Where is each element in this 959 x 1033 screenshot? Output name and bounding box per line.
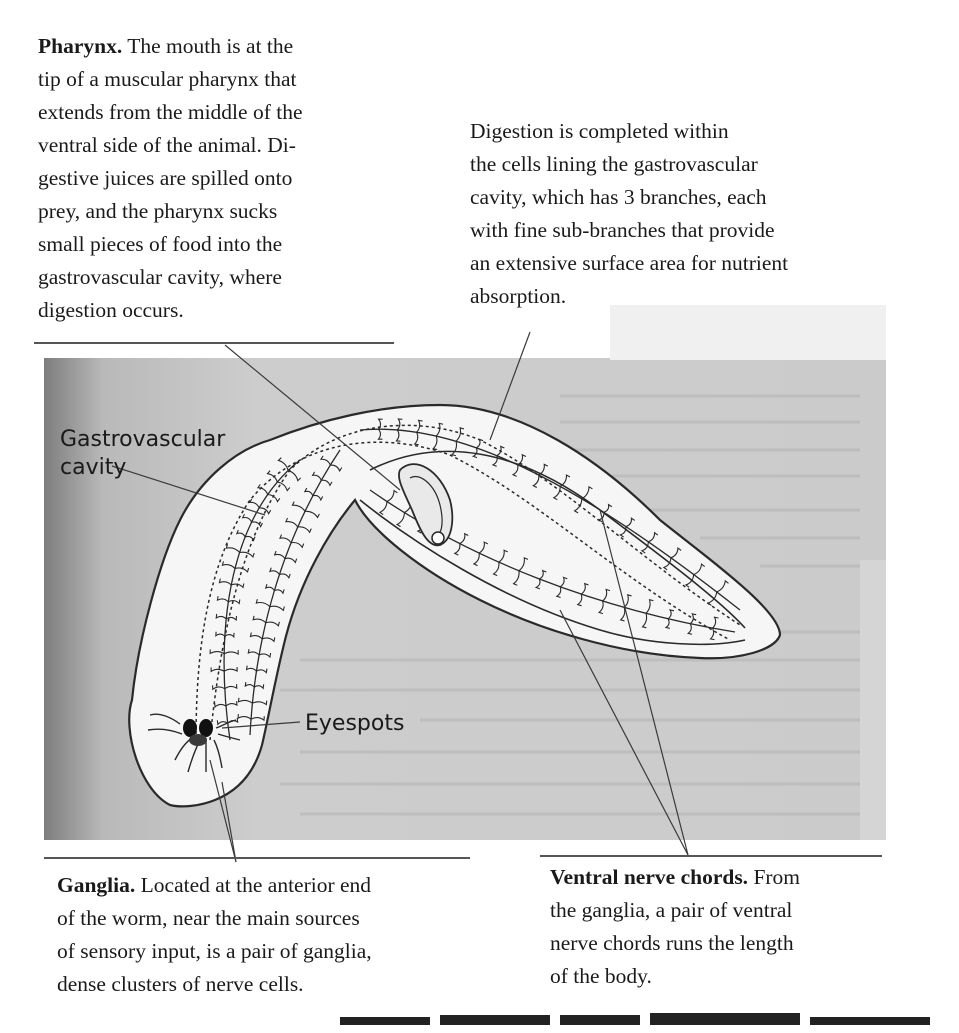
gastrovascular-label: Gastrovascular (60, 427, 226, 452)
ventral-caption-title: Ventral nerve chords. (550, 865, 748, 889)
ganglia-caption-text: Located at the anterior end (135, 873, 371, 897)
ganglia-caption: Ganglia. Located at the anterior end of … (57, 869, 372, 1001)
ventral-caption-line: nerve chords runs the length (550, 927, 800, 960)
divider-rule (44, 857, 470, 859)
eyespot (199, 719, 213, 737)
figure-panel-fade (610, 305, 886, 360)
ganglia-caption-title: Ganglia. (57, 873, 135, 897)
ventral-caption-text: From (748, 865, 800, 889)
cavity-label: cavity (60, 455, 126, 480)
ventral-caption-line: Ventral nerve chords. From (550, 861, 800, 894)
ganglion (189, 734, 207, 746)
eyespots-label: Eyespots (305, 711, 404, 736)
ventral-caption-line: of the body. (550, 960, 800, 993)
ganglia-caption-line: of sensory input, is a pair of ganglia, (57, 935, 372, 968)
ventral-caption-line: the ganglia, a pair of ventral (550, 894, 800, 927)
ganglia-caption-line: of the worm, near the main sources (57, 902, 372, 935)
figure-panel-fade (860, 560, 886, 840)
ventral-nerve-caption: Ventral nerve chords. From the ganglia, … (550, 861, 800, 993)
divider-rule (540, 855, 882, 857)
ganglia-caption-line: Ganglia. Located at the anterior end (57, 869, 372, 902)
ganglia-caption-line: dense clusters of nerve cells. (57, 968, 372, 1001)
eyespot (183, 719, 197, 737)
cut-off-text-fragment (30, 1003, 959, 1033)
